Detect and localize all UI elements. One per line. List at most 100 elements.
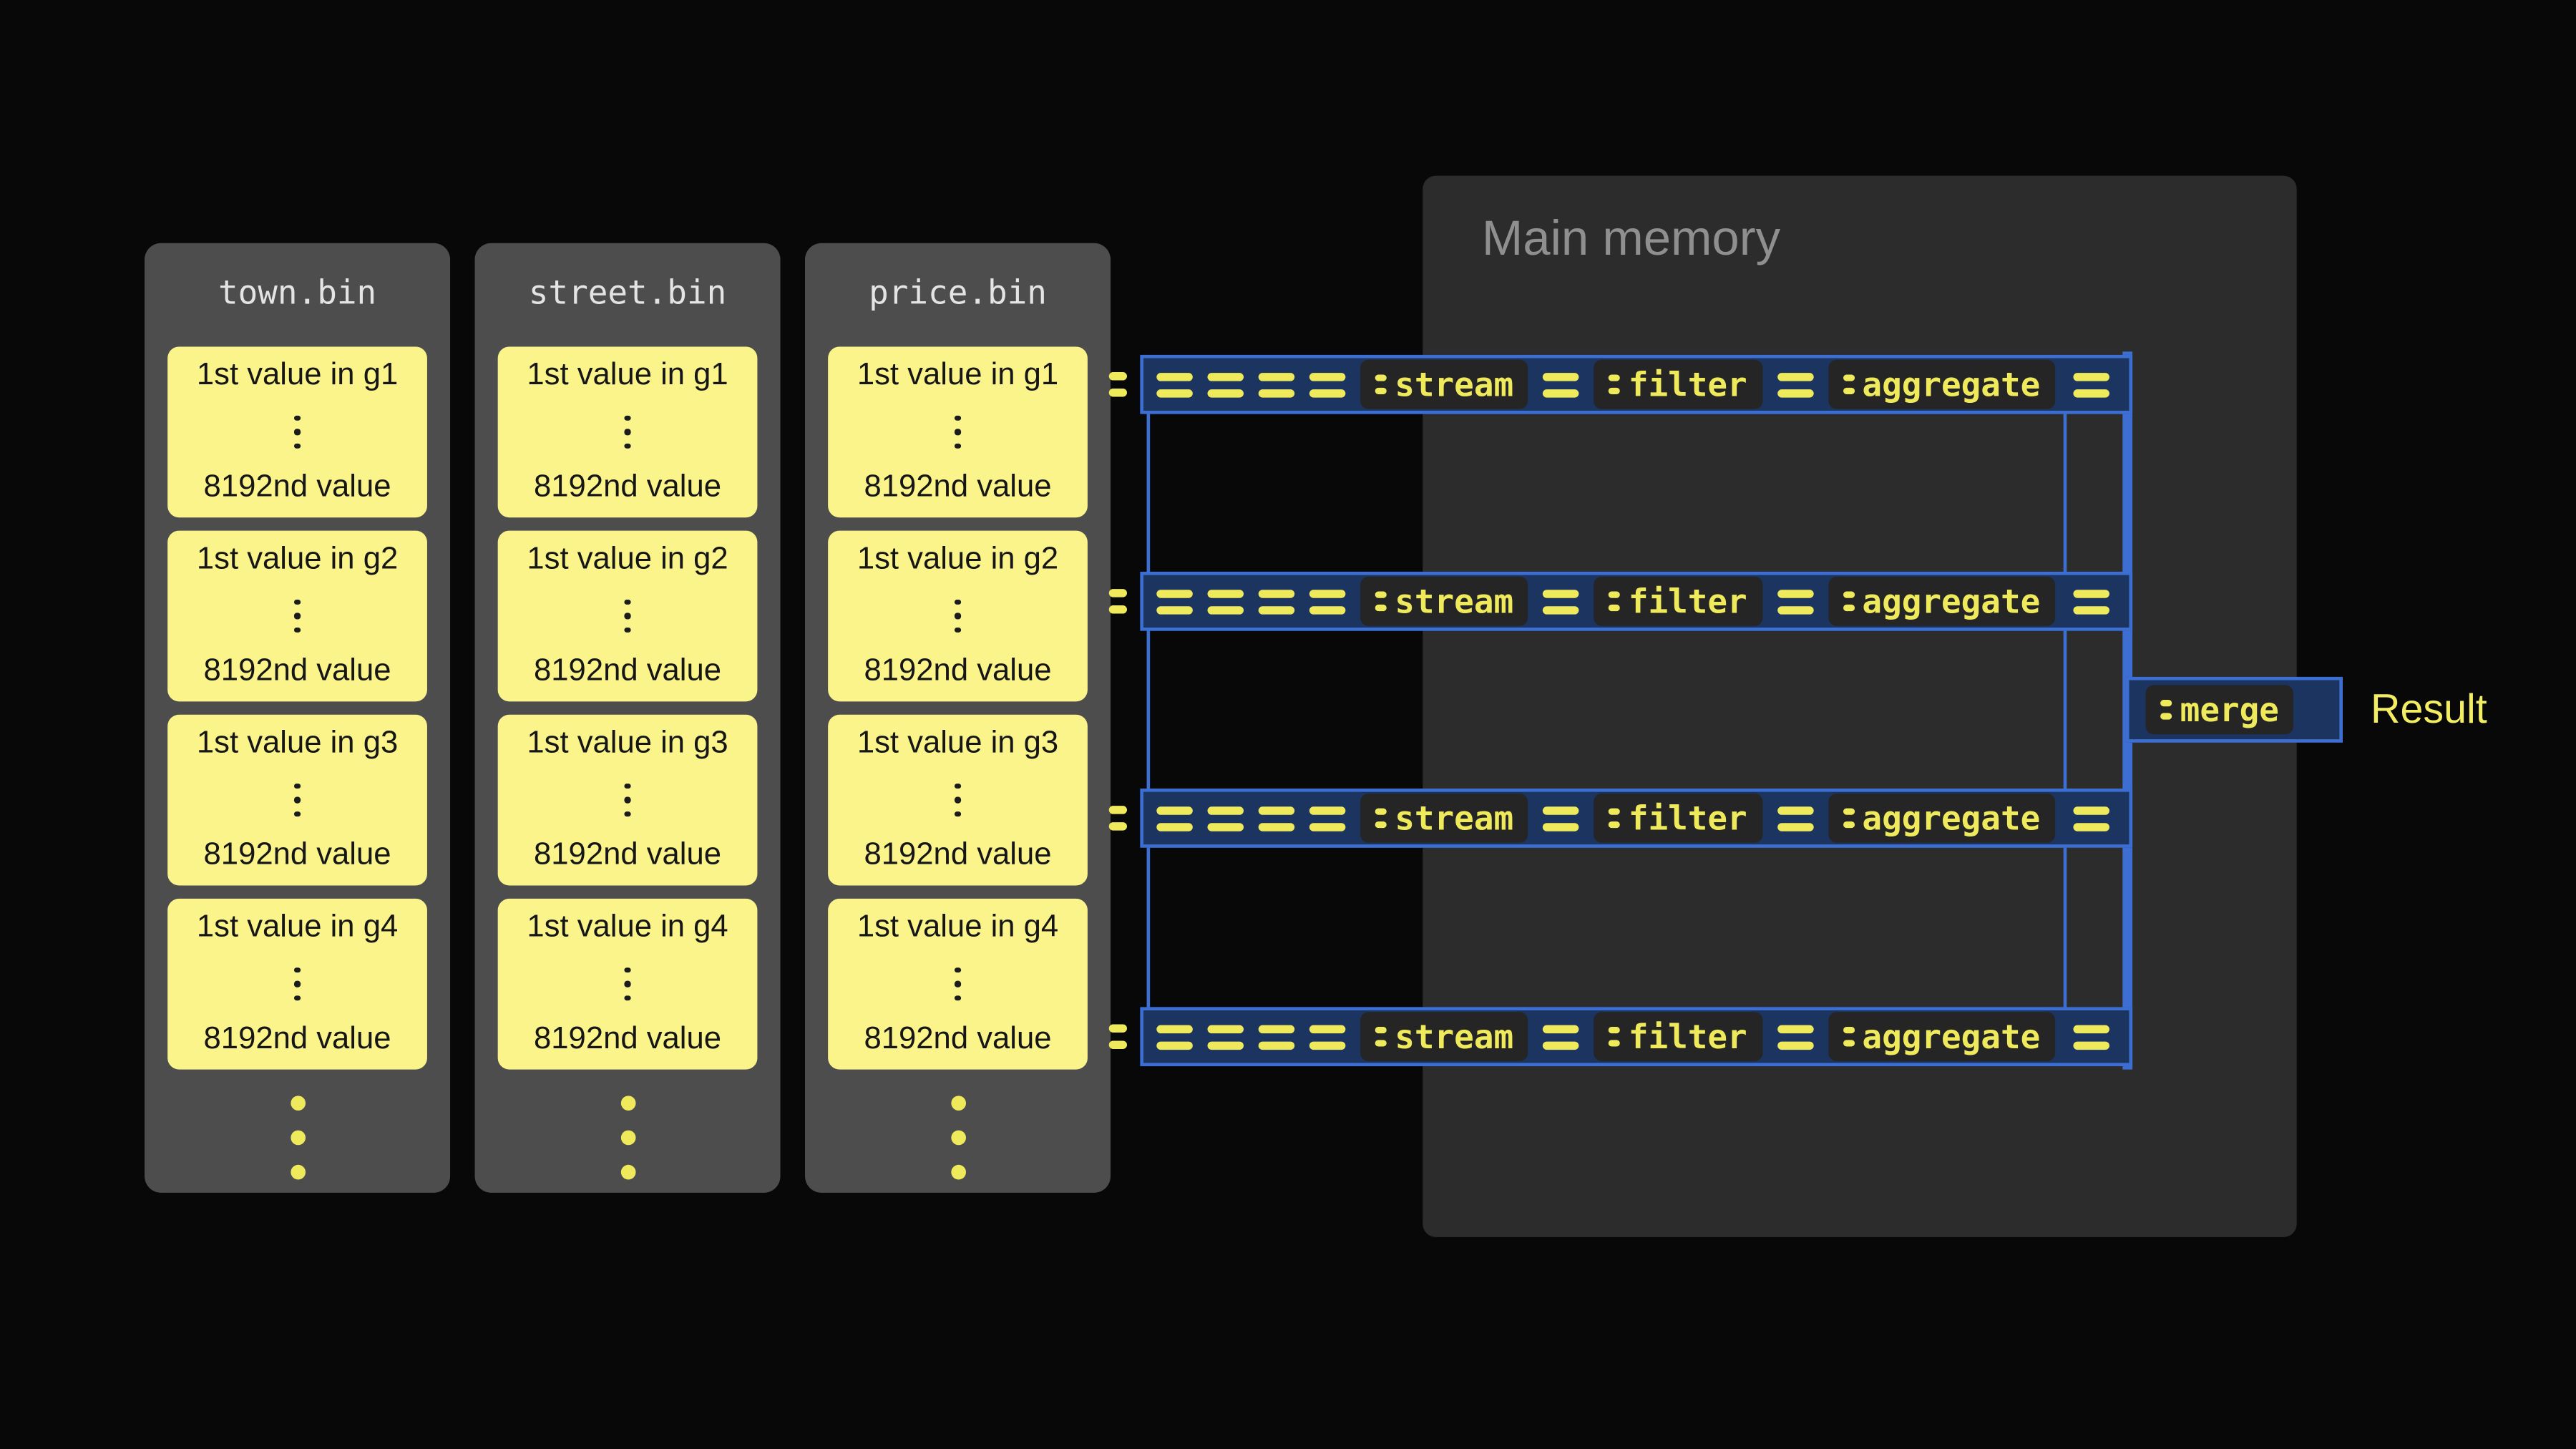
data-flow-dash-icon [1156,806,1193,831]
data-flow-dash-icon [2073,589,2109,614]
data-flow-dash-icon [1108,1024,1128,1049]
aggregate-operator-badge: aggregate [1828,359,2055,409]
data-flow-dash-icon [2073,1024,2109,1049]
merge-bar: merge [2125,676,2343,743]
group-last-label: 8192nd value [864,1022,1052,1057]
row-group-box: 1st value in g3 8192nd value [167,714,427,886]
file-column-price: price.bin 1st value in g1 8192nd value 1… [805,243,1111,1193]
group-last-label: 8192nd value [203,837,391,873]
filter-operator-badge: filter [1594,359,1762,409]
row-group-box: 1st value in g4 8192nd value [828,898,1088,1070]
group-last-label: 8192nd value [203,469,391,504]
data-flow-dash-icon [1777,589,1813,614]
aggregate-operator-badge: aggregate [1828,793,2055,843]
row-group-box: 1st value in g2 8192nd value [497,530,758,702]
aggregate-operator-badge: aggregate [1828,576,2055,626]
data-flow-dash-icon [1543,1024,1579,1049]
stream-operator-badge: stream [1360,359,1528,409]
badge-label: merge [2180,690,2279,730]
stream-operator-badge: stream [1360,793,1528,843]
group-first-label: 1st value in g1 [196,358,399,393]
data-flow-dash-icon [1207,589,1244,614]
pipeline-connector-box [1146,844,2067,1010]
group-first-label: 1st value in g2 [527,542,728,577]
group-last-label: 8192nd value [864,653,1052,688]
group-first-label: 1st value in g3 [196,726,399,761]
data-flow-dash-icon [1543,806,1579,831]
data-flow-dash-icon [1108,806,1128,831]
file-column-street: street.bin 1st value in g1 8192nd value … [474,243,781,1193]
dash-icon [1609,591,1621,612]
ellipsis-dots-icon [625,415,631,449]
dash-icon [1375,808,1387,829]
dash-icon [1375,591,1387,612]
dash-icon [1609,374,1621,395]
pipeline-row-3: stream filter aggregate [1108,789,2133,848]
group-last-label: 8192nd value [864,837,1052,873]
group-first-label: 1st value in g4 [857,909,1059,945]
data-flow-dash-icon [1309,589,1346,614]
ellipsis-dots-icon [625,967,631,1001]
group-last-label: 8192nd value [534,653,722,688]
filter-operator-badge: filter [1594,576,1762,626]
group-last-label: 8192nd value [534,1022,722,1057]
group-first-label: 1st value in g3 [527,726,728,761]
badge-label: filter [1628,364,1747,404]
filter-operator-badge: filter [1594,793,1762,843]
group-last-label: 8192nd value [203,653,391,688]
dash-icon [1375,374,1387,395]
group-first-label: 1st value in g1 [527,358,728,393]
file-title: price.bin [869,273,1047,313]
ellipsis-dots-icon [955,783,961,817]
dash-icon [2160,700,2172,720]
data-flow-dash-icon [1777,1024,1813,1049]
data-flow-dash-icon [1156,589,1193,614]
filter-operator-badge: filter [1594,1012,1762,1062]
row-group-box: 1st value in g4 8192nd value [167,898,427,1070]
group-last-label: 8192nd value [864,469,1052,504]
data-flow-dash-icon [1207,1024,1244,1049]
row-group-box: 1st value in g2 8192nd value [828,530,1088,702]
data-flow-dash-icon [1258,806,1295,831]
data-flow-dash-icon [2073,372,2109,397]
group-first-label: 1st value in g2 [857,542,1059,577]
pipeline-connector-box [1146,410,2067,575]
result-label: Result [2371,686,2487,733]
ellipsis-dots-icon [955,967,961,1001]
dash-icon [1609,1026,1621,1047]
ellipsis-dots-icon [294,599,301,633]
pipeline-connector-box [1146,628,2067,792]
badge-label: aggregate [1862,581,2041,621]
main-memory-title: Main memory [1481,212,1781,266]
pipeline-row-4: stream filter aggregate [1108,1007,2133,1067]
group-last-label: 8192nd value [203,1022,391,1057]
data-flow-dash-icon [1543,589,1579,614]
group-last-label: 8192nd value [534,837,722,873]
dash-icon [1375,1026,1387,1047]
data-flow-dash-icon [2073,806,2109,831]
data-flow-dash-icon [1108,589,1128,614]
group-first-label: 1st value in g2 [196,542,399,577]
more-groups-dots-icon [620,1096,635,1180]
more-groups-dots-icon [950,1096,965,1180]
file-title: town.bin [218,273,377,313]
group-first-label: 1st value in g3 [857,726,1059,761]
ellipsis-dots-icon [294,415,301,449]
data-flow-dash-icon [1207,806,1244,831]
badge-label: filter [1628,581,1747,621]
ellipsis-dots-icon [294,783,301,817]
aggregate-operator-badge: aggregate [1828,1012,2055,1062]
badge-label: stream [1395,581,1514,621]
ellipsis-dots-icon [955,415,961,449]
badge-label: aggregate [1862,798,2041,838]
badge-label: filter [1628,798,1747,838]
badge-label: stream [1395,1017,1514,1057]
data-flow-dash-icon [1258,589,1295,614]
data-flow-dash-icon [1309,806,1346,831]
data-flow-dash-icon [1207,372,1244,397]
merge-operator-badge: merge [2145,685,2294,735]
stream-operator-badge: stream [1360,1012,1528,1062]
dash-icon [1842,808,1854,829]
dash-icon [1842,1026,1854,1047]
data-flow-dash-icon [1309,1024,1346,1049]
